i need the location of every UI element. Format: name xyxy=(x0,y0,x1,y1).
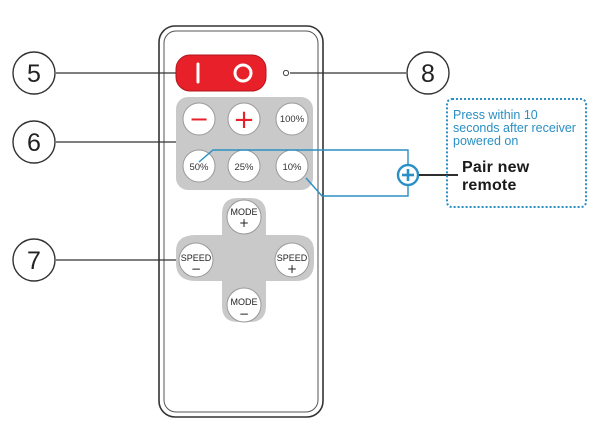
svg-text:+: + xyxy=(239,216,249,230)
brightness-up-button[interactable]: + xyxy=(227,102,261,136)
svg-text:6: 6 xyxy=(27,129,41,157)
svg-text:7: 7 xyxy=(27,247,41,275)
pair-new-remote-label: Pair new remote xyxy=(462,159,530,194)
mode-plus-button[interactable]: MODE + xyxy=(226,199,262,235)
brightness-50-button[interactable]: 50% xyxy=(182,149,216,183)
svg-text:MODE: MODE xyxy=(231,297,258,307)
callout-5: 5 xyxy=(12,51,56,95)
svg-text:SPEED: SPEED xyxy=(181,253,212,263)
callout-6: 6 xyxy=(12,120,56,164)
pair-plus-icon xyxy=(396,163,420,187)
remote-body-inner xyxy=(163,30,319,413)
svg-text:+: + xyxy=(287,262,297,276)
pairing-note-text: Press within 10 seconds after receiver p… xyxy=(453,108,576,148)
power-button[interactable] xyxy=(175,54,267,92)
mode-minus-button[interactable]: MODE − xyxy=(226,287,262,323)
brightness-100-button[interactable]: 100% xyxy=(275,102,309,136)
svg-text:10%: 10% xyxy=(282,162,302,173)
power-on-icon xyxy=(233,63,253,83)
svg-text:50%: 50% xyxy=(189,162,209,173)
svg-text:−: − xyxy=(239,307,249,321)
svg-text:SPEED: SPEED xyxy=(277,253,308,263)
plus-icon: + xyxy=(233,105,255,135)
svg-text:25%: 25% xyxy=(234,162,254,173)
brightness-down-button[interactable]: − xyxy=(182,102,216,136)
svg-text:8: 8 xyxy=(421,60,435,88)
speed-plus-button[interactable]: SPEED + xyxy=(274,242,310,278)
pairing-note-box xyxy=(446,98,587,208)
svg-text:5: 5 xyxy=(27,60,41,88)
indicator-led xyxy=(282,69,290,77)
brightness-10-button[interactable]: 10% xyxy=(275,149,309,183)
svg-text:MODE: MODE xyxy=(231,207,258,217)
svg-text:100%: 100% xyxy=(280,114,305,125)
mode-speed-pad xyxy=(176,198,314,322)
minus-icon: − xyxy=(189,105,209,133)
svg-text:−: − xyxy=(191,262,201,276)
callout-7: 7 xyxy=(12,238,56,282)
callout-8: 8 xyxy=(406,51,450,95)
brightness-25-button[interactable]: 25% xyxy=(227,149,261,183)
speed-minus-button[interactable]: SPEED − xyxy=(178,242,214,278)
